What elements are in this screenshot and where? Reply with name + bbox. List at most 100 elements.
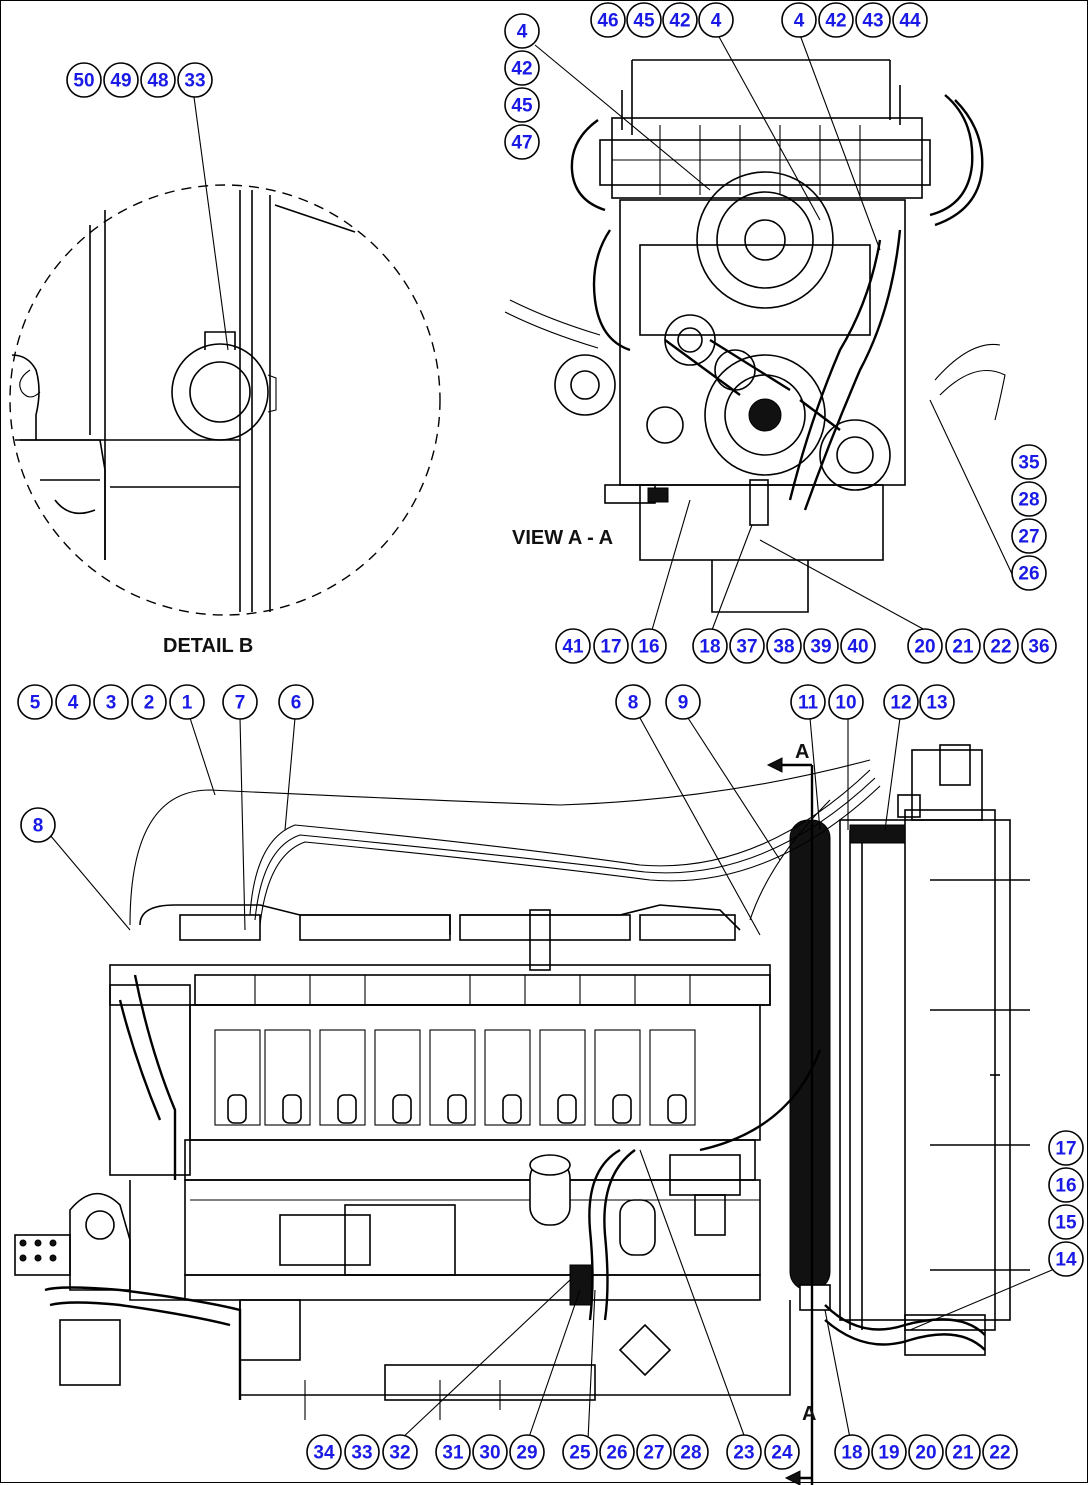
callout-main-right-column-14: 14 [1048,1241,1084,1277]
callout-main-top-9-9: 9 [665,684,701,720]
callout-view-top-row-left-46: 46 [590,2,626,38]
callout-number: 11 [798,693,819,714]
callout-main-bottom-a-34: 34 [306,1434,342,1470]
callout-main-bottom-c-26: 26 [599,1434,635,1470]
callout-number: 38 [773,637,794,658]
callout-view-right-column-26: 26 [1011,555,1047,591]
callout-main-bottom-d-24: 24 [764,1434,800,1470]
callout-view-top-row-left-4: 4 [698,2,734,38]
callout-number: 30 [479,1443,500,1464]
callout-number: 3 [106,693,117,714]
callout-number: 49 [110,71,131,92]
callout-view-top-row-left-45: 45 [626,2,662,38]
leader-lines [49,34,1053,1441]
callout-number: 44 [899,11,921,32]
callout-number: 6 [291,693,302,714]
callout-number: 28 [1018,490,1039,511]
detail-b-caption: DETAIL B [163,635,253,657]
callout-main-right-column-17: 17 [1048,1130,1084,1166]
callout-number: 50 [73,71,94,92]
callout-number: 33 [351,1443,372,1464]
callout-number: 22 [989,1443,1010,1464]
callout-view-left-column-4: 4 [504,13,540,49]
callout-number: 43 [862,11,883,32]
callout-main-top-left-4: 4 [55,684,91,720]
callout-number: 18 [841,1443,862,1464]
callout-number: 45 [633,11,655,32]
callout-view-bottom-mid-40: 40 [840,628,876,664]
callout-main-top-6-6: 6 [278,684,314,720]
callout-number: 42 [669,11,690,32]
callout-view-top-row-right-42: 42 [818,2,854,38]
callout-number: 27 [643,1443,664,1464]
callout-main-top-8-8: 8 [615,684,651,720]
callout-view-right-column-27: 27 [1011,518,1047,554]
callout-number: 35 [1018,453,1040,474]
callout-view-bottom-right-36: 36 [1021,628,1057,664]
callout-number: 27 [1018,527,1039,548]
callout-view-bottom-right-20: 20 [907,628,943,664]
callout-number: 1 [182,693,193,714]
callout-number: 45 [511,96,533,117]
callout-main-top-left-2: 2 [131,684,167,720]
callout-main-bottom-e-19: 19 [871,1434,907,1470]
callout-number: 15 [1055,1213,1077,1234]
callout-number: 41 [562,637,584,658]
callout-number: 4 [794,11,805,32]
callout-main-bottom-b-30: 30 [472,1434,508,1470]
callout-number: 4 [68,693,79,714]
callout-main-bottom-a-33: 33 [344,1434,380,1470]
callout-main-bottom-c-25: 25 [562,1434,598,1470]
callout-main-bottom-b-31: 31 [435,1434,471,1470]
callout-view-bottom-mid-39: 39 [803,628,839,664]
callout-number: 7 [235,693,246,714]
callout-view-bottom-left-16: 16 [631,628,667,664]
callout-number: 26 [1018,564,1039,585]
callout-number: 29 [516,1443,537,1464]
callout-number: 39 [810,637,831,658]
callout-main-top-7-7: 7 [222,684,258,720]
callout-number: 13 [926,693,947,714]
callout-number: 34 [313,1443,335,1464]
callout-number: 17 [600,637,621,658]
callout-view-right-column-35: 35 [1011,444,1047,480]
callout-main-right-column-16: 16 [1048,1167,1084,1203]
callout-main-bottom-e-20: 20 [908,1434,944,1470]
callout-detail-b-48: 48 [140,62,176,98]
callout-number: 26 [606,1443,627,1464]
section-mark-top: A [795,741,809,763]
callout-number: 4 [517,22,528,43]
callout-detail-b-50: 50 [66,62,102,98]
callout-number: 4 [711,11,722,32]
callout-number: 23 [733,1443,754,1464]
main-side-view-engine [14,744,1030,1485]
callout-number: 20 [914,637,935,658]
callout-main-top-left-3: 3 [93,684,129,720]
callout-main-bottom-d-23: 23 [726,1434,762,1470]
callout-view-bottom-mid-38: 38 [766,628,802,664]
callout-number: 9 [678,693,689,714]
callout-main-top-11-10-10: 10 [828,684,864,720]
section-mark-bottom: A [802,1403,816,1425]
callout-number: 42 [825,11,846,32]
callout-number: 40 [847,637,868,658]
callout-view-top-row-right-44: 44 [892,2,928,38]
callout-number: 28 [680,1443,701,1464]
callout-number: 20 [915,1443,936,1464]
callout-view-top-row-right-4: 4 [781,2,817,38]
callout-main-bottom-e-21: 21 [945,1434,981,1470]
callout-number: 37 [736,637,757,658]
callout-main-top-left-5: 5 [17,684,53,720]
callout-number: 46 [597,11,618,32]
callout-view-bottom-right-21: 21 [945,628,981,664]
callout-main-left-8-8: 8 [20,807,56,843]
callout-number: 48 [147,71,168,92]
callout-view-top-row-left-42: 42 [662,2,698,38]
callout-detail-b-49: 49 [103,62,139,98]
callout-number: 14 [1055,1250,1077,1271]
callout-main-bottom-b-29: 29 [509,1434,545,1470]
callout-number: 16 [1055,1176,1076,1197]
callout-main-top-12-13-13: 13 [919,684,955,720]
